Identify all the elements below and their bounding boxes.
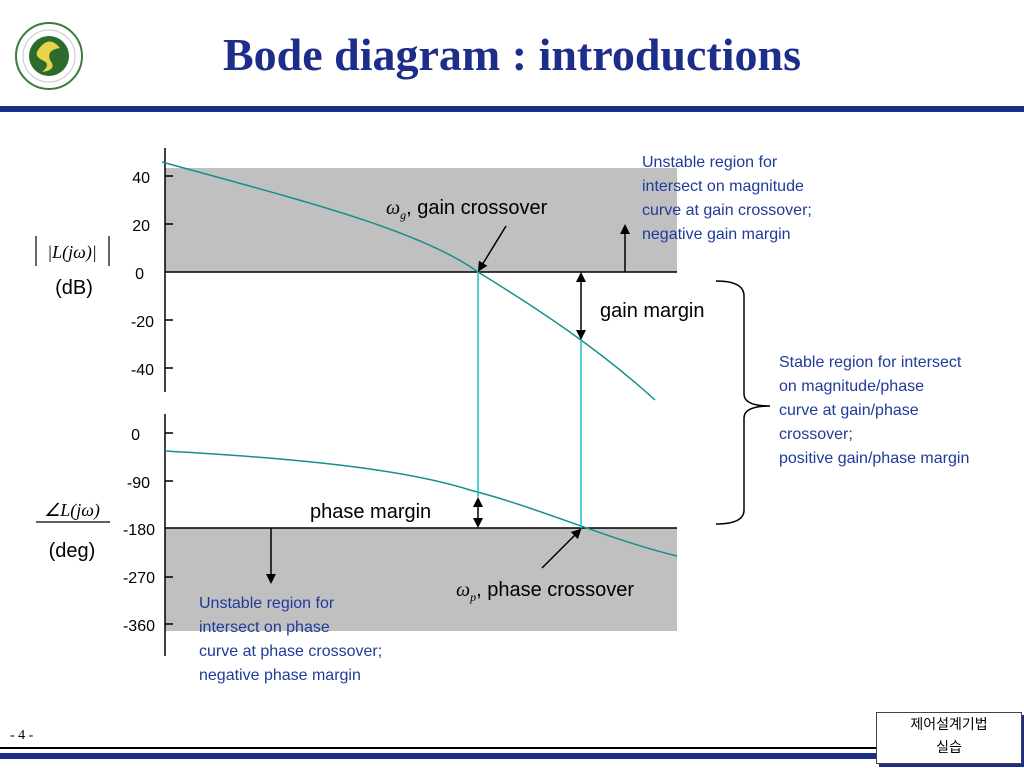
phase-crossover-text: , phase crossover — [476, 579, 634, 601]
note-line: crossover; — [779, 426, 853, 443]
stable-region-brace — [715, 280, 771, 525]
phase-ylabel-unit: (deg) — [49, 540, 96, 562]
gain-margin-label: gain margin — [600, 300, 705, 322]
phase-crossover-label: ωp, phase crossover — [456, 579, 634, 604]
note-line: curve at gain crossover; — [642, 202, 812, 219]
mag-tick-minus40: -40 — [131, 362, 154, 379]
phase-tick-minus270: -270 — [123, 570, 155, 587]
phase-tick-minus180: -180 — [123, 522, 155, 539]
university-logo — [15, 22, 83, 90]
stable-region-note: Stable region for intersect on magnitude… — [779, 354, 969, 467]
phase-margin-label: phase margin — [310, 501, 431, 523]
footer-rule — [0, 747, 876, 749]
unstable-magnitude-note: Unstable region for intersect on magnitu… — [642, 154, 812, 243]
phase-ylabel-expr: ∠L(jω) — [44, 500, 100, 521]
note-line: curve at gain/phase — [779, 402, 919, 419]
omega-g-subscript: g — [400, 208, 406, 222]
omega-p-symbol: ω — [456, 579, 470, 601]
course-label-line2: 실습 — [936, 739, 962, 755]
magnitude-ylabel-unit: (dB) — [55, 277, 93, 299]
magnitude-ylabel-expr: |L(jω)| — [47, 242, 97, 263]
note-line: on magnitude/phase — [779, 378, 924, 395]
note-line: intersect on phase — [199, 619, 330, 636]
note-line: Unstable region for — [199, 595, 335, 612]
mag-tick-40: 40 — [132, 170, 150, 187]
phase-axis — [164, 414, 677, 656]
phase-crossover-pointer — [541, 528, 582, 569]
note-line: negative phase margin — [199, 667, 361, 684]
gain-crossover-label: ωg, gain crossover — [386, 197, 548, 222]
note-line: intersect on magnitude — [642, 178, 804, 195]
omega-g-symbol: ω — [386, 197, 400, 219]
phase-tick-minus90: -90 — [127, 475, 150, 492]
unstable-phase-note: Unstable region for intersect on phase c… — [199, 595, 382, 684]
phase-tick-minus360: -360 — [123, 618, 155, 635]
omega-p-subscript: p — [469, 590, 476, 604]
phase-curve — [164, 450, 678, 557]
title-underline — [0, 106, 1024, 112]
note-line: Unstable region for — [642, 154, 778, 171]
unstable-gain-region — [165, 168, 677, 272]
note-line: Stable region for intersect — [779, 354, 962, 371]
page-number: - 4 - — [10, 728, 34, 743]
course-label-box: 제어설계기법 실습 — [876, 712, 1022, 764]
note-line: positive gain/phase margin — [779, 450, 969, 467]
magnitude-ylabel: |L(jω)| (dB) — [35, 236, 110, 299]
unstable-phase-region — [165, 528, 677, 631]
mag-tick-0: 0 — [135, 266, 144, 283]
footer-bar — [0, 753, 876, 759]
phase-ylabel: ∠L(jω) (deg) — [36, 500, 110, 562]
phase-tick-0: 0 — [131, 427, 140, 444]
mag-tick-20: 20 — [132, 218, 150, 235]
gain-crossover-pointer — [477, 225, 507, 272]
slide-title: Bode diagram : introductions — [222, 29, 802, 80]
magnitude-curve — [161, 161, 656, 401]
course-label-line1: 제어설계기법 — [910, 716, 988, 732]
magnitude-axis — [164, 148, 677, 392]
gain-crossover-text: , gain crossover — [406, 197, 548, 219]
note-line: curve at phase crossover; — [199, 643, 382, 660]
note-line: negative gain margin — [642, 226, 791, 243]
mag-tick-minus20: -20 — [131, 314, 154, 331]
